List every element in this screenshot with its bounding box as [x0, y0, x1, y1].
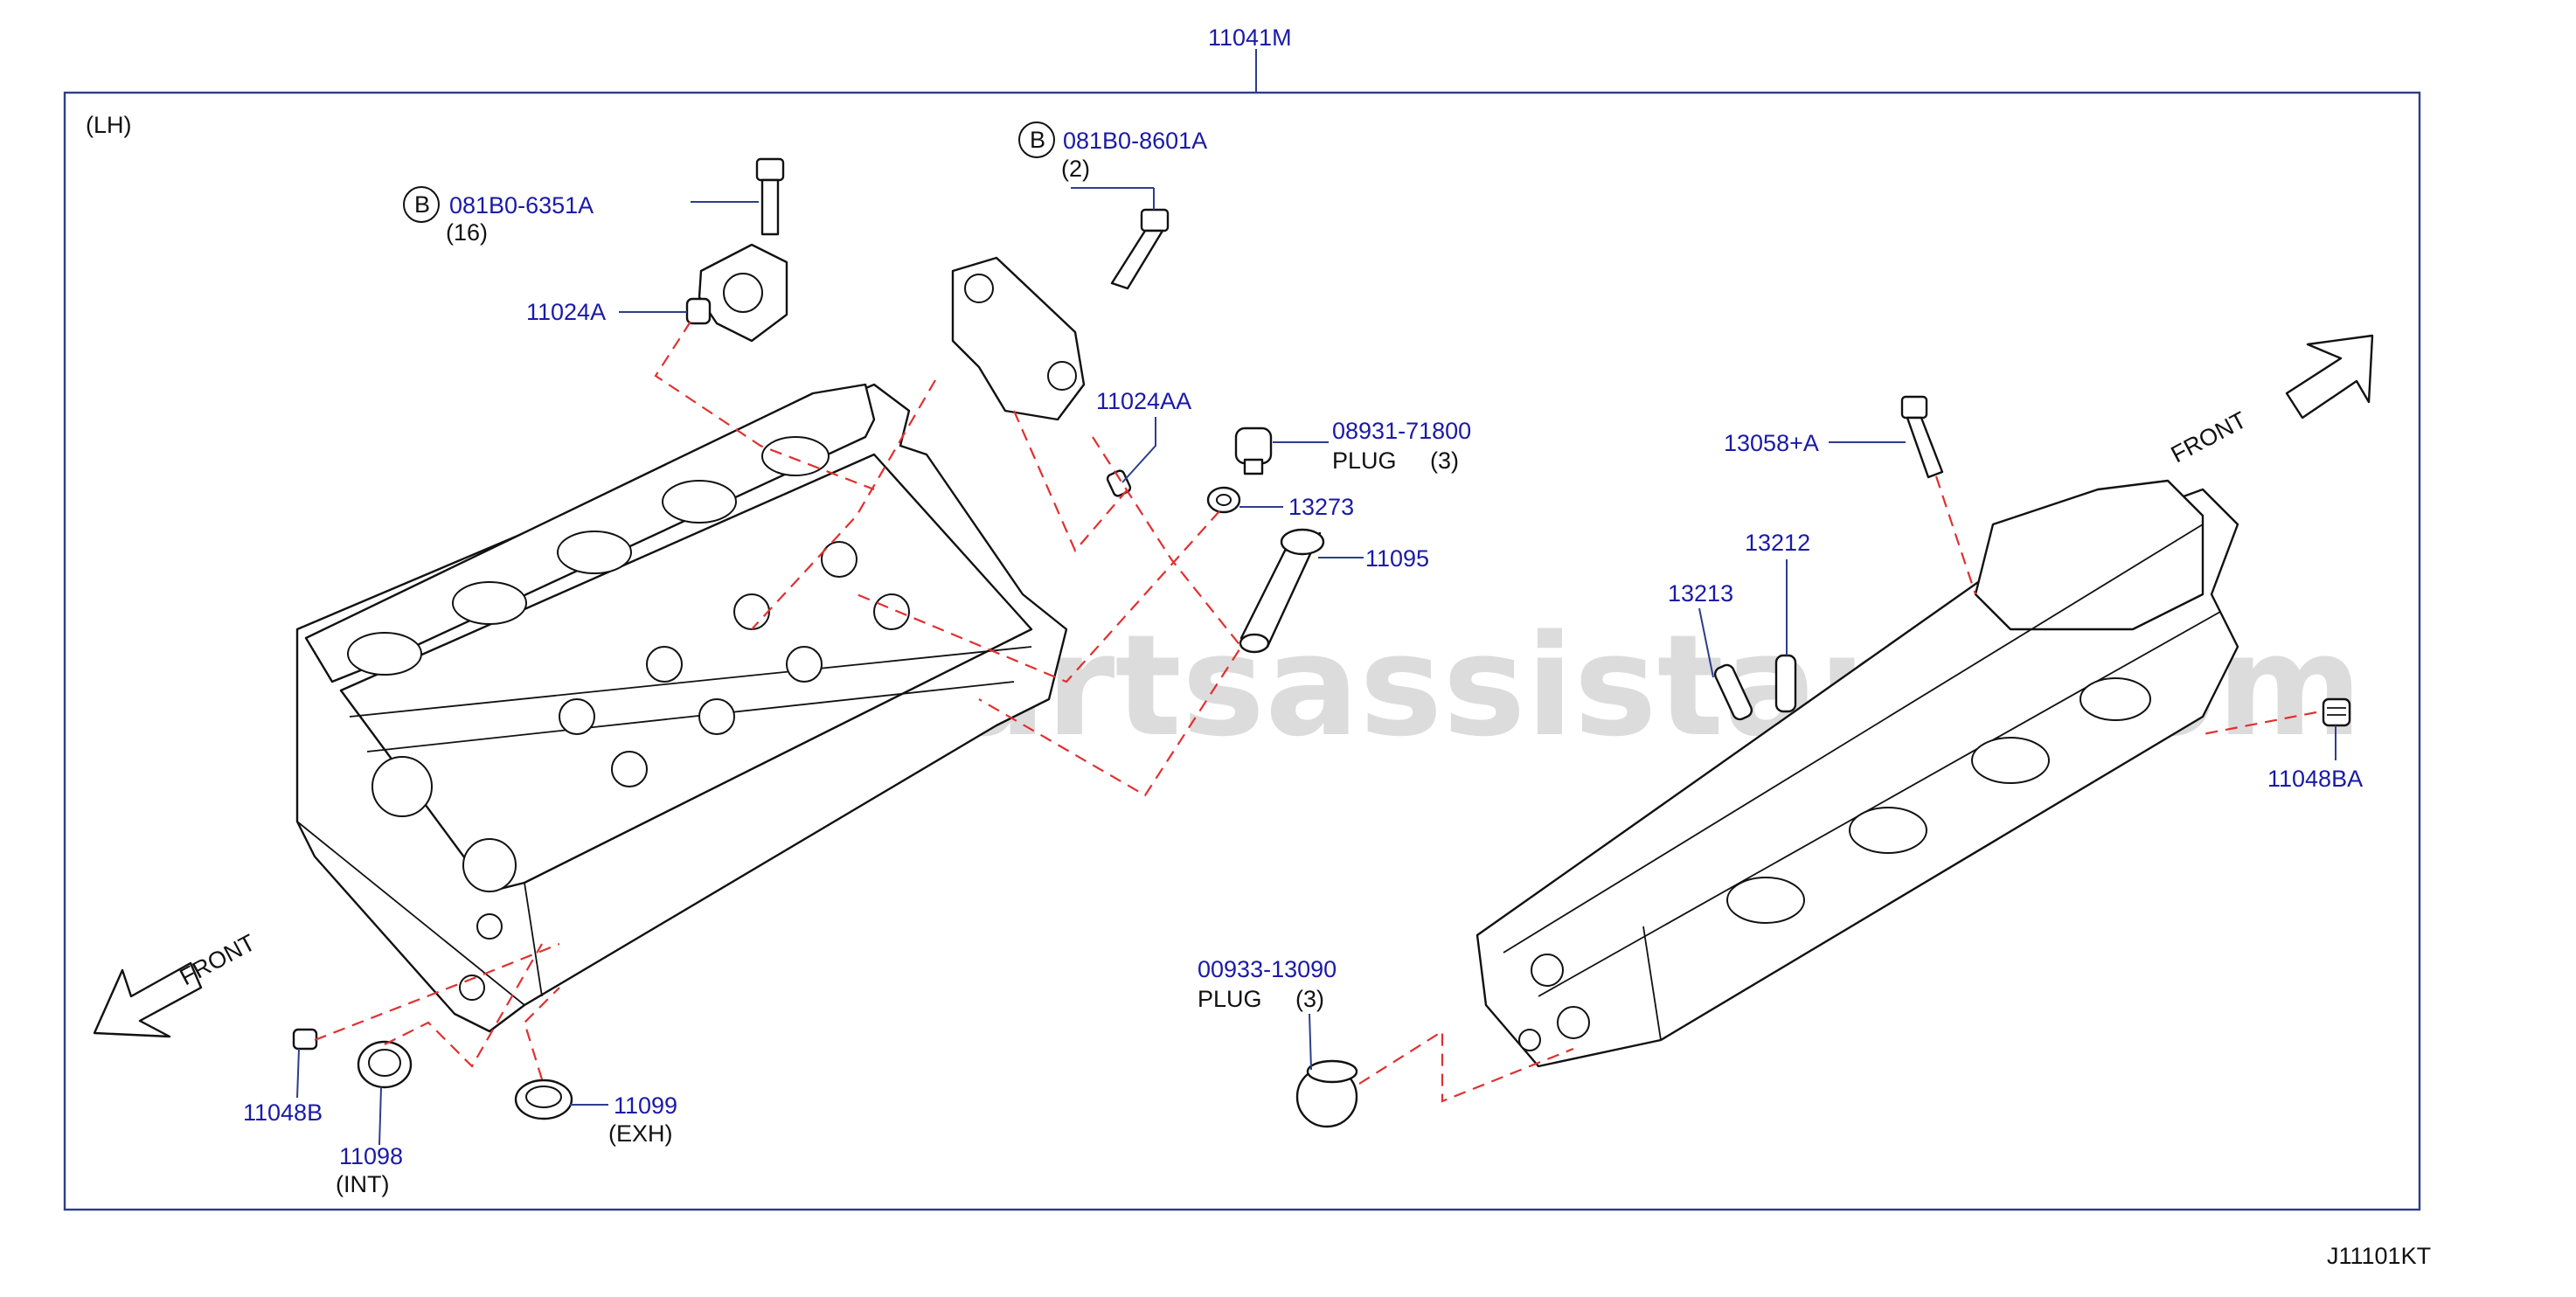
callout-13058-a[interactable]: 13058+A [1724, 430, 1819, 456]
assembly-lines [314, 321, 2317, 1103]
callout-13213[interactable]: 13213 [1668, 580, 1733, 607]
callout-11024a[interactable]: 11024A [526, 299, 606, 325]
rh-front-face [1518, 954, 1590, 1051]
callout-bolt-081b0-8601a[interactable]: B 081B0-8601A (2) [1018, 121, 1207, 182]
front-arrow-left: FRONT [93, 929, 260, 1038]
bolt-13058-a[interactable] [1900, 395, 1944, 479]
front-arrow-right: FRONT [2167, 334, 2374, 468]
bolt-081b0-8601a[interactable] [1110, 208, 1170, 290]
plug-08931-71800[interactable] [1234, 427, 1273, 475]
svg-text:00933-13090: 00933-13090 [1198, 956, 1337, 982]
plug-00933-13090[interactable] [1295, 1059, 1358, 1128]
callout-plug-00933-13090[interactable]: 00933-13090 PLUG (3) [1198, 956, 1337, 1012]
valve-guide-13213[interactable] [1713, 662, 1754, 721]
svg-text:08931-71800: 08931-71800 [1332, 418, 1471, 444]
diagram-code: J11101KT [2327, 1243, 2431, 1269]
callout-seal-11099[interactable]: 11099 (EXH) [608, 1092, 677, 1147]
svg-text:B: B [1030, 127, 1045, 153]
seal-11099[interactable] [514, 1079, 573, 1120]
cylinder-head-rh[interactable] [1475, 479, 2239, 1068]
bolt-081b0-6351a[interactable] [755, 157, 785, 236]
callout-13273[interactable]: 13273 [1288, 494, 1354, 520]
svg-text:11098: 11098 [339, 1143, 403, 1169]
callout-11095[interactable]: 11095 [1365, 545, 1429, 572]
dowel-11048ba[interactable] [2322, 697, 2351, 727]
svg-text:081B0-8601A: 081B0-8601A [1063, 128, 1207, 154]
seal-11098[interactable] [357, 1040, 413, 1089]
callout-11048ba[interactable]: 11048BA [2267, 766, 2363, 792]
svg-text:(2): (2) [1061, 156, 1090, 182]
tube-11095[interactable] [1239, 528, 1325, 654]
svg-text:081B0-6351A: 081B0-6351A [449, 192, 594, 218]
svg-text:(3): (3) [1430, 447, 1459, 474]
cam-bracket-left[interactable] [698, 243, 788, 343]
leader-lines [296, 187, 2336, 1146]
svg-text:(16): (16) [446, 219, 488, 246]
valve-guide-13212[interactable] [1774, 654, 1797, 713]
callout-plug-08931-71800[interactable]: 08931-71800 PLUG (3) [1332, 418, 1471, 474]
callout-seal-11098[interactable]: 11098 (INT) [336, 1143, 403, 1197]
assembly-number[interactable]: 11041M [1208, 24, 1292, 51]
svg-text:PLUG: PLUG [1198, 986, 1262, 1012]
dowel-11024a[interactable] [685, 297, 712, 325]
svg-text:B: B [414, 191, 430, 218]
callout-11048b[interactable]: 11048B [243, 1099, 323, 1126]
front-label-right: FRONT [2167, 406, 2251, 468]
front-label-left: FRONT [176, 929, 260, 990]
cylinder-head-lh[interactable] [295, 383, 1068, 1033]
washer-13273[interactable] [1206, 486, 1241, 514]
lh-front-face [371, 756, 517, 1001]
callout-11024aa[interactable]: 11024AA [1096, 388, 1191, 414]
dowel-11048b[interactable] [292, 1028, 318, 1051]
lh-cam-journals [559, 541, 910, 787]
cam-bracket-center[interactable] [951, 256, 1086, 421]
svg-text:(INT): (INT) [336, 1171, 389, 1197]
assembly-frame [63, 91, 2421, 1211]
svg-text:(EXH): (EXH) [608, 1120, 673, 1147]
svg-text:PLUG: PLUG [1332, 447, 1397, 474]
callout-13212[interactable]: 13212 [1745, 530, 1810, 556]
svg-text:11099: 11099 [614, 1092, 677, 1119]
side-label: (LH) [86, 112, 132, 138]
rh-intake-ports [1726, 677, 2151, 924]
lh-exhaust-ports [347, 436, 830, 676]
svg-text:(3): (3) [1295, 986, 1324, 1012]
callout-bolt-081b0-6351a[interactable]: B 081B0-6351A (16) [403, 186, 594, 246]
